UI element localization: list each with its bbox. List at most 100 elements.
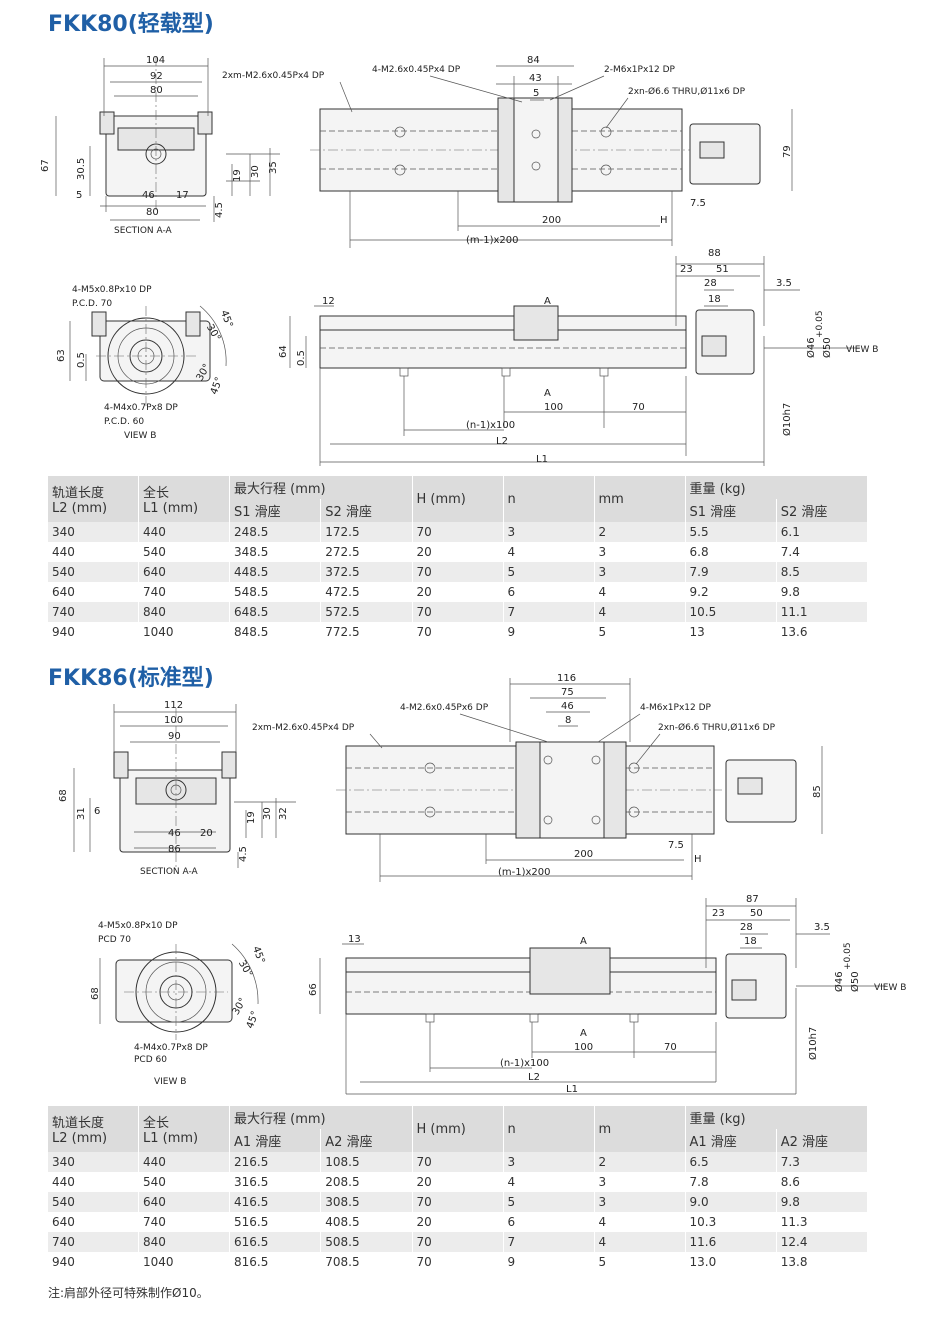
top-view: 84 43 5 79 200 (m-1)x200 7.5 H 2xm-M2.6x… — [222, 55, 793, 248]
table-cell: 772.5 — [320, 622, 413, 642]
dim-19: 19 — [232, 169, 243, 182]
table-cell: 940 — [48, 622, 139, 642]
angle-30-b-2: 30° — [231, 996, 249, 1017]
label-flange-pcd-2: P.C.D. 60 — [104, 417, 144, 427]
table-cell: 416.5 — [229, 1192, 322, 1212]
dim-phi46: Ø46 — [805, 337, 817, 358]
label-a-top-2: A — [580, 936, 587, 947]
table-cell: 440 — [48, 1172, 139, 1192]
dim-30: 30 — [250, 165, 261, 178]
header-stroke-s2: S2 滑座 — [320, 499, 413, 522]
dim-100: 100 — [544, 402, 563, 413]
label-flange-holes-2-b: 4-M4x0.7Px8 DP — [134, 1043, 208, 1053]
dim-13: 13 — [348, 934, 361, 945]
table-cell: 13 — [685, 622, 777, 642]
dim-116: 116 — [557, 673, 576, 684]
dim-51: 51 — [716, 264, 729, 275]
label-top-holes-1-b: 2xm-M2.6x0.45Px4 DP — [252, 723, 355, 733]
dim-87: 87 — [746, 894, 759, 905]
table-cell: 20 — [412, 542, 504, 562]
table-cell: 4 — [503, 542, 595, 562]
header-m-2: m — [594, 1106, 686, 1152]
table-cell: 248.5 — [229, 522, 322, 542]
footnote: 注:肩部外径可特殊制作Ø10。 — [48, 1286, 209, 1300]
table-cell: 6.1 — [776, 522, 869, 542]
table-cell: 272.5 — [320, 542, 413, 562]
dim-23: 23 — [680, 264, 693, 275]
dim-18-b: 18 — [744, 936, 757, 947]
table-cell: 508.5 — [320, 1232, 413, 1252]
side-view: 12 64 0.5 A A 100 70 (n-1)x100 L2 L1 88 … — [278, 248, 878, 466]
label-a-bottom-2: A — [580, 1028, 587, 1039]
angle-45: 45° — [218, 309, 234, 329]
table-cell: 13.8 — [776, 1252, 869, 1272]
dim-12: 12 — [322, 296, 335, 307]
table-cell: 7.4 — [776, 542, 869, 562]
table-cell: 70 — [412, 602, 504, 622]
table-cell: 640 — [48, 582, 139, 602]
table-cell: 940 — [48, 1252, 139, 1272]
dim-88: 88 — [708, 248, 721, 259]
dim-30-b: 30 — [262, 807, 273, 820]
table-cell: 640 — [48, 1212, 139, 1232]
dim-phi50: Ø50 — [821, 337, 833, 358]
header-weight-a1: A1 滑座 — [685, 1129, 777, 1152]
table-cell: 13.0 — [685, 1252, 777, 1272]
label-top-holes-3: 2-M6x1Px12 DP — [604, 65, 676, 75]
dim-46: 46 — [168, 828, 181, 839]
dim-32: 32 — [278, 807, 289, 820]
table-cell: 9.8 — [776, 582, 869, 602]
dim-200: 200 — [542, 215, 561, 226]
label-flange-pcd-1: P.C.D. 70 — [72, 299, 112, 309]
label-a-top: A — [544, 296, 551, 307]
dim-63: 63 — [56, 349, 67, 362]
table-cell: 3 — [594, 1192, 686, 1212]
label-top-holes-2: 4-M2.6x0.45Px4 DP — [372, 65, 461, 75]
dim-100-b: 100 — [574, 1042, 593, 1053]
dim-5-top: 5 — [533, 88, 539, 99]
table-cell: 372.5 — [320, 562, 413, 582]
table-cell: 216.5 — [229, 1152, 322, 1172]
dim-67: 67 — [40, 159, 51, 172]
table-cell: 408.5 — [320, 1212, 413, 1232]
table-cell: 1040 — [138, 1252, 230, 1272]
header-weight: 重量 (kg) — [685, 476, 868, 499]
header-stroke-2: 最大行程 (mm) — [229, 1106, 413, 1129]
label-view-b-arrow-2: VIEW B — [874, 983, 906, 993]
label-top-holes-2-b: 4-M2.6x0.45Px6 DP — [400, 703, 489, 713]
section-aa-view: 104 92 80 67 30.5 5 46 17 80 4.5 19 30 3… — [40, 55, 280, 236]
dim-n-100: (n-1)x100 — [466, 420, 515, 431]
table-cell: 70 — [412, 1232, 504, 1252]
label-flange-holes-2: 4-M4x0.7Px8 DP — [104, 403, 178, 413]
dim-6: 6 — [94, 806, 100, 817]
table-cell: 440 — [138, 1152, 230, 1172]
table-cell: 8.5 — [776, 562, 869, 582]
dim-0-5: 0.5 — [296, 350, 307, 366]
table-cell: 516.5 — [229, 1212, 322, 1232]
dim-84: 84 — [527, 55, 540, 66]
table-cell: 740 — [138, 582, 230, 602]
table-cell: 9.2 — [685, 582, 777, 602]
table-cell: 2 — [594, 1152, 686, 1172]
drawing-fkk86: 112 100 90 68 31 6 46 20 86 4.5 19 30 32… — [0, 668, 930, 1100]
dim-4-5: 4.5 — [214, 202, 225, 218]
label-a-bottom: A — [544, 388, 551, 399]
table-cell: 3 — [503, 522, 595, 542]
table-cell: 20 — [412, 1172, 504, 1192]
table-cell: 11.6 — [685, 1232, 777, 1252]
table-cell: 10.5 — [685, 602, 777, 622]
label-view-b-arrow: VIEW B — [846, 345, 878, 355]
table-cell: 540 — [138, 1172, 230, 1192]
dim-100: 100 — [164, 715, 183, 726]
table-cell: 648.5 — [229, 602, 322, 622]
dim-l2: L2 — [496, 436, 508, 447]
table-cell: 708.5 — [320, 1252, 413, 1272]
dim-17: 17 — [176, 190, 189, 201]
header-weight-a2: A2 滑座 — [776, 1129, 869, 1152]
